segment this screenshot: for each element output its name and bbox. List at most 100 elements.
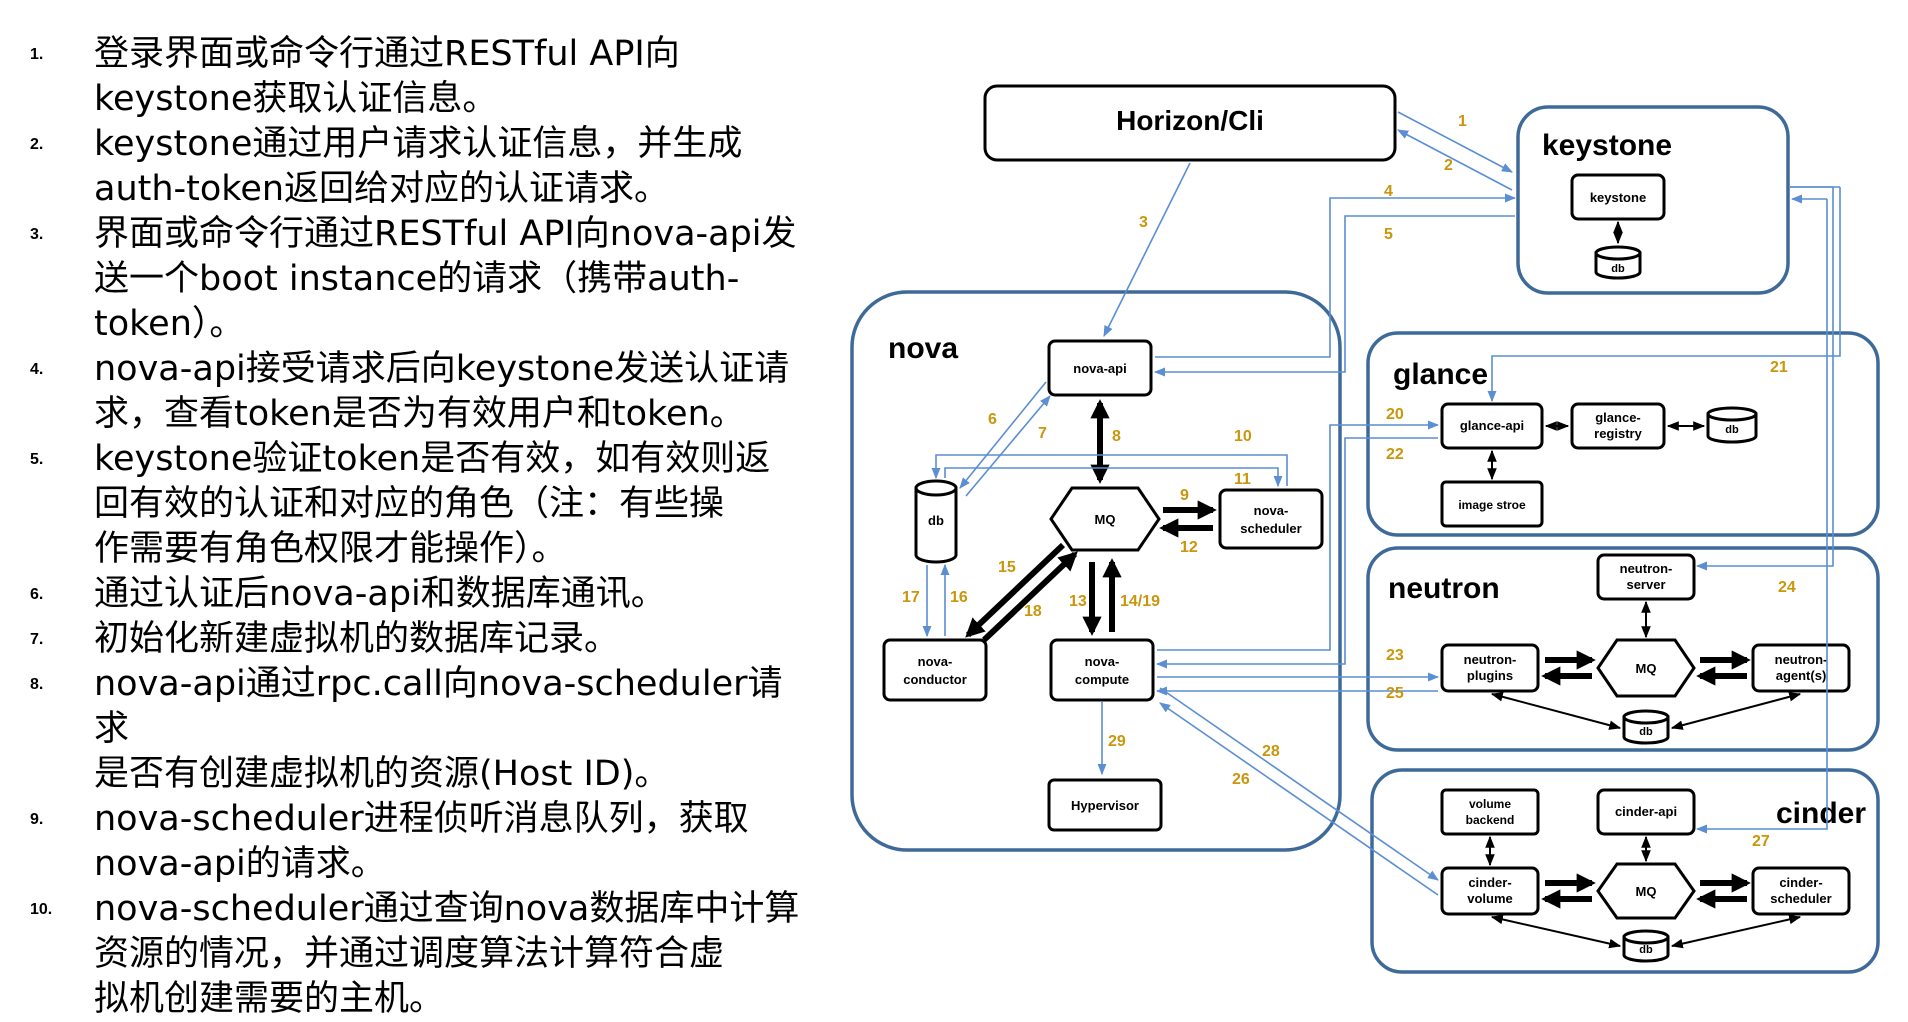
step-number-24: 24 [1778, 579, 1796, 596]
step-number-16: 16 [950, 589, 968, 606]
glance-registry-label-2: registry [1594, 426, 1642, 441]
step-number: 7. [30, 631, 44, 648]
neutron-plugins-label-2: plugins [1467, 668, 1513, 683]
flow-arrows [922, 111, 1841, 896]
neutron-db-label: db [1639, 726, 1653, 738]
step-text-line: 资源的情况，并通过调度算法计算符合虚 [94, 934, 725, 974]
cinder-mq-label: MQ [1636, 884, 1657, 899]
keystone-title: keystone [1542, 129, 1672, 162]
step-item: 1. 登录界面或命令行通过RESTful API向 keystone获取认证信息。 [30, 32, 810, 122]
keystone-box [1570, 173, 1666, 221]
glance-api-label: glance-api [1460, 418, 1524, 433]
step-number-4: 4 [1384, 183, 1393, 200]
step-text-line: nova-api通过rpc.call向nova-scheduler请求 [94, 664, 783, 749]
step-text-line: nova-api接受请求后向keystone发送认证请 [94, 349, 790, 389]
step-item: 10. nova-scheduler通过查询nova数据库中计算资源的情况，并通过… [30, 887, 810, 1022]
step-number-25: 25 [1386, 685, 1404, 702]
nova-group [850, 290, 1342, 852]
step-number-26: 26 [1232, 771, 1250, 788]
cinder-scheduler-label-1: cinder- [1779, 875, 1822, 890]
step-number-7: 7 [1038, 425, 1047, 442]
step-number: 9. [30, 811, 44, 828]
step-text: 界面或命令行通过RESTful API向nova-api发送一个boot ins… [94, 212, 810, 347]
nova-title: nova [888, 332, 958, 365]
step-item: 4.nova-api接受请求后向keystone发送认证请求，查看token是否… [30, 347, 810, 437]
step-number: 5. [30, 451, 44, 468]
step-text-line: nova-scheduler进程侦听消息队列，获取 [94, 799, 749, 839]
step-text-line: 作需要有角色权限才能操作）。 [94, 529, 567, 569]
step-number-6: 6 [988, 411, 997, 428]
step-number-13: 13 [1069, 593, 1087, 610]
step-text-line: 登录界面或命令行通过RESTful API向 [94, 34, 680, 74]
step-number: 1. [30, 46, 44, 63]
step-text-line: nova-scheduler通过查询nova数据库中计算 [94, 889, 800, 929]
neutron-db-icon [1622, 709, 1670, 745]
step-number-2: 2 [1444, 157, 1453, 174]
step-item: 6. 通过认证后nova-api和数据库通讯。 [30, 572, 810, 617]
step-number-21: 21 [1770, 359, 1788, 376]
step-text-line: auth-token返回给对应的认证请求。 [94, 169, 670, 209]
nova-conductor-label-1: nova- [918, 654, 953, 669]
neutron-title: neutron [1388, 572, 1500, 605]
cinder-scheduler-label-2: scheduler [1770, 891, 1831, 906]
keystone-db-icon [1594, 245, 1642, 280]
step-number-8: 8 [1112, 428, 1121, 445]
neutron-agents-label-2: agent(s) [1776, 668, 1827, 683]
step-text: keystone通过用户请求认证信息，并生成 auth-token返回给对应的认证… [94, 122, 810, 212]
cinder-scheduler-box [1751, 866, 1851, 916]
step-text-line: keystone获取认证信息。 [94, 79, 498, 119]
volume-backend-label-2: backend [1466, 813, 1515, 827]
step-number-18: 18 [1024, 603, 1042, 620]
glance-api-box [1440, 402, 1544, 450]
step-number: 3. [30, 226, 44, 243]
step-number-14-19: 14/19 [1120, 593, 1160, 610]
nova-compute-box [1049, 638, 1155, 702]
volume-backend-box [1440, 788, 1540, 836]
step-number-9: 9 [1180, 487, 1189, 504]
step-number-23: 23 [1386, 647, 1404, 664]
step-list: 1. 登录界面或命令行通过RESTful API向 keystone获取认证信息。 2… [30, 32, 810, 1022]
neutron-plugins-label-1: neutron- [1464, 652, 1517, 667]
step-number: 6. [30, 586, 44, 603]
step-text-line: 通过认证后nova-api和数据库通讯。 [94, 574, 666, 614]
step-text-line: 是否有创建虚拟机的资源(Host ID)。 [94, 754, 670, 794]
step-item: 8. nova-api通过rpc.call向nova-scheduler请求是否有… [30, 662, 810, 797]
step-text: 通过认证后nova-api和数据库通讯。 [94, 572, 810, 617]
step-text-line: keystone通过用户请求认证信息，并生成 [94, 124, 743, 164]
nova-db-label: db [928, 513, 944, 528]
nova-api-label: nova-api [1073, 361, 1126, 376]
cinder-db-icon [1622, 929, 1670, 963]
step-text: nova-api接受请求后向keystone发送认证请求，查看token是否为有… [94, 347, 810, 437]
image-store-box [1440, 480, 1544, 528]
cinder-title: cinder [1776, 797, 1866, 830]
nova-mq-node [1049, 486, 1161, 552]
step-number: 8. [30, 676, 44, 693]
cinder-volume-box [1440, 866, 1540, 916]
step-number: 10. [30, 901, 53, 918]
step-text: 初始化新建虚拟机的数据库记录。 [94, 617, 810, 662]
step-text-line: 界面或命令行通过RESTful API向nova-api发 [94, 214, 797, 254]
nova-scheduler-label-2: scheduler [1240, 521, 1301, 536]
step-text: nova-api通过rpc.call向nova-scheduler请求是否有创建… [94, 662, 810, 797]
neutron-server-box [1596, 553, 1696, 601]
cinder-api-label: cinder-api [1615, 804, 1677, 819]
step-number-29: 29 [1108, 733, 1126, 750]
nova-mq-label: MQ [1095, 512, 1116, 527]
step-number-11: 11 [1234, 471, 1251, 488]
step-number-27: 27 [1752, 833, 1770, 850]
neutron-agents-label-1: neutron- [1775, 652, 1828, 667]
step-text: 登录界面或命令行通过RESTful API向 keystone获取认证信息。 [94, 32, 810, 122]
step-text: nova-scheduler通过查询nova数据库中计算资源的情况，并通过调度算… [94, 887, 810, 1022]
glance-title: glance [1393, 358, 1488, 391]
nova-compute-label-1: nova- [1085, 654, 1120, 669]
step-number-28: 28 [1262, 743, 1280, 760]
glance-db-icon [1706, 406, 1758, 444]
step-number: 2. [30, 136, 44, 153]
horizon-cli-box [983, 84, 1397, 162]
step-number-12: 12 [1180, 539, 1198, 556]
step-text-line: 送一个boot instance的请求（携带auth- [94, 259, 740, 299]
step-item: 5.keystone验证token是否有效，如有效则返回有效的认证和对应的角色（… [30, 437, 810, 572]
